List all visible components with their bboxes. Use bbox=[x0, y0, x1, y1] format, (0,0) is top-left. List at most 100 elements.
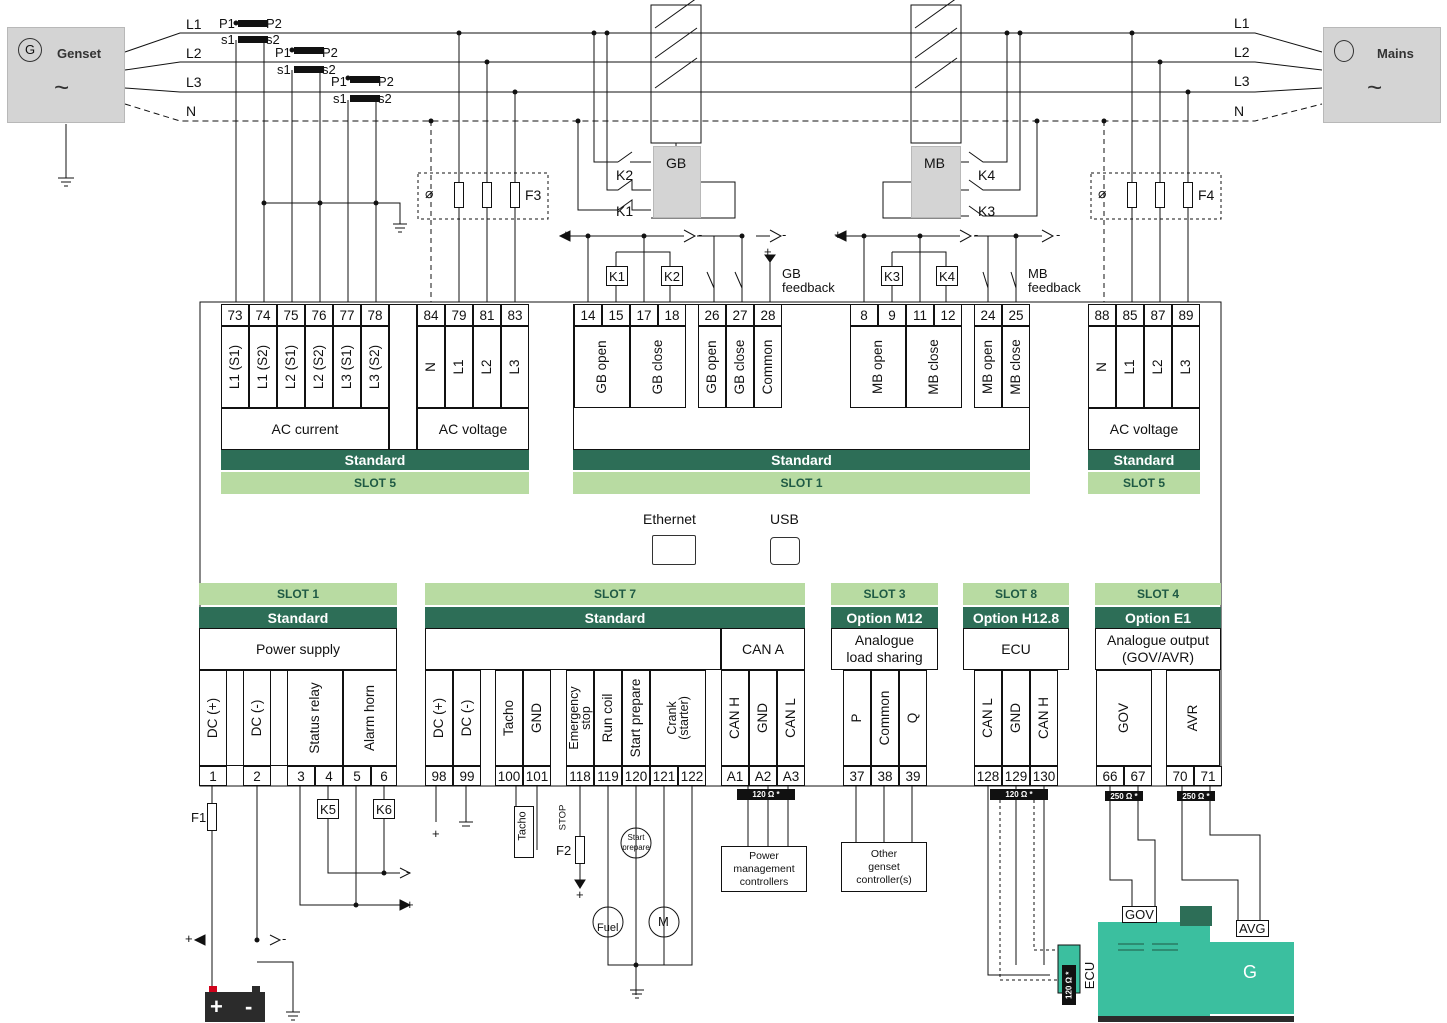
genset-wave: ~ bbox=[54, 72, 70, 102]
terminal-37: 37 bbox=[843, 766, 871, 786]
terminal-26: 26 bbox=[698, 304, 726, 326]
f3-fuse-2 bbox=[482, 182, 492, 208]
f3-phi-symbol: ⌀ bbox=[425, 185, 434, 201]
terminal-75-label: L2 (S1) bbox=[283, 344, 298, 390]
terminal-83: 83 bbox=[501, 304, 529, 326]
terminal-85-mains-cell bbox=[1116, 326, 1144, 408]
slot4-gov-cell bbox=[1096, 670, 1152, 766]
bottom-slot8-header: Option H12.8 bbox=[963, 607, 1069, 628]
k2-breaker-label: K2 bbox=[616, 167, 634, 183]
slot8-label-2-cell bbox=[1030, 670, 1058, 766]
minus-sign-gb1: - bbox=[698, 227, 703, 242]
plus-sign-gb: + bbox=[562, 227, 570, 242]
terminal-76-label: L2 (S2) bbox=[311, 344, 326, 390]
terminal-18: 18 bbox=[658, 304, 686, 326]
f2-fuse bbox=[575, 836, 585, 864]
slot7-label-7-cell bbox=[650, 670, 706, 766]
terminal-83-cell bbox=[501, 326, 529, 408]
plus-dc: + bbox=[432, 826, 440, 841]
terminal-A1: A1 bbox=[721, 766, 749, 786]
terminal-84: 84 bbox=[417, 304, 445, 326]
gb-breaker bbox=[653, 146, 701, 218]
terminal-71: 71 bbox=[1194, 766, 1222, 786]
group-2-1-cell bbox=[726, 326, 754, 408]
terminal-73-cell bbox=[221, 326, 249, 408]
slot1-gap2 bbox=[271, 670, 287, 766]
genset-l1-label: L1 bbox=[186, 16, 202, 32]
group-4-label: MB close bbox=[926, 339, 941, 395]
fuel-label: Fuel bbox=[597, 922, 619, 934]
bottom-slot3-slot: SLOT 3 bbox=[831, 583, 938, 605]
slot7-label-6-cell bbox=[622, 670, 650, 766]
terminal-75: 75 bbox=[277, 304, 305, 326]
terminal-85-mains-label: L1 bbox=[1122, 359, 1137, 375]
plus-k6: + bbox=[406, 897, 414, 912]
slot1-label-1-cell bbox=[243, 670, 271, 766]
neutral-bus bbox=[124, 103, 1323, 122]
slot7-left-blank bbox=[425, 628, 721, 670]
gov-engine-label: GOV bbox=[1122, 906, 1157, 923]
terminal-3: 3 bbox=[287, 766, 315, 786]
plus-battery: + bbox=[185, 931, 193, 946]
ethernet-icon[interactable] bbox=[652, 535, 696, 565]
terminal-87-mains-label: L2 bbox=[1150, 359, 1165, 375]
terminal-39: 39 bbox=[899, 766, 927, 786]
group-2-0-label: GB open bbox=[704, 340, 719, 394]
ct3-p1: P1 bbox=[331, 74, 347, 89]
terminal-119: 119 bbox=[594, 766, 622, 786]
top-left-spacer bbox=[389, 304, 417, 450]
f1-label: F1 bbox=[191, 810, 207, 825]
terminal-99: 99 bbox=[453, 766, 481, 786]
terminal-77-label: L3 (S1) bbox=[339, 344, 354, 390]
terminal-89-mains: 89 bbox=[1172, 304, 1200, 326]
mains-l1-label: L1 bbox=[1234, 15, 1250, 31]
group-3-label: MB open bbox=[870, 339, 885, 395]
group-2-2-cell bbox=[754, 326, 782, 408]
group-2-2-label: Common bbox=[760, 339, 775, 395]
terminal-A2: A2 bbox=[749, 766, 777, 786]
f4-fuse-2 bbox=[1155, 182, 1165, 208]
usb-label: USB bbox=[770, 511, 799, 527]
group-5-0-label: MB open bbox=[980, 339, 995, 395]
terminal-85-mains: 85 bbox=[1116, 304, 1144, 326]
terminal-67: 67 bbox=[1124, 766, 1152, 786]
k4-relay: K4 bbox=[936, 266, 958, 286]
slot1-label-0-cell bbox=[199, 670, 227, 766]
slot3-label-0-cell bbox=[843, 670, 871, 766]
ct2-p2: P2 bbox=[322, 45, 338, 60]
slot7-label-3-cell bbox=[523, 670, 551, 766]
terminal-79-label: L1 bbox=[451, 359, 466, 375]
power-supply-group: Power supply bbox=[199, 628, 397, 670]
start-prepare-circle-label: Start prepare bbox=[622, 833, 650, 852]
k6-relay: K6 bbox=[373, 799, 395, 819]
ct2-s2: s2 bbox=[322, 62, 336, 77]
terminal-89-mains-cell bbox=[1172, 326, 1200, 408]
mb-feedback-label: MB feedback bbox=[1028, 266, 1081, 295]
terminal-14: 14 bbox=[574, 304, 602, 326]
generator-label: G bbox=[1243, 962, 1258, 982]
ct1-p2: P2 bbox=[266, 16, 282, 31]
group-2-1-label: GB close bbox=[732, 339, 747, 395]
terminal-76-cell bbox=[305, 326, 333, 408]
top-mid-standard: Standard bbox=[573, 450, 1030, 470]
terminal-1: 1 bbox=[199, 766, 227, 786]
slot7-label-4-cell bbox=[566, 670, 594, 766]
terminal-89-mains-label: L3 bbox=[1178, 359, 1193, 375]
terminal-77-cell bbox=[333, 326, 361, 408]
group-0-cell bbox=[574, 326, 630, 408]
slot3-label-2-cell bbox=[899, 670, 927, 766]
slot3-label-1-cell bbox=[871, 670, 899, 766]
terminal-15: 15 bbox=[602, 304, 630, 326]
mb-label: MB bbox=[924, 155, 945, 171]
gb-feedback-label: GB feedback bbox=[782, 266, 835, 295]
usb-icon[interactable] bbox=[770, 537, 800, 565]
group-1-label: GB close bbox=[650, 339, 665, 395]
gb-label: GB bbox=[666, 155, 687, 171]
slot7-label-0-cell bbox=[425, 670, 453, 766]
ct3-s1: s1 bbox=[333, 91, 347, 106]
terminal-88-mains: 88 bbox=[1088, 304, 1116, 326]
mains-l2-label: L2 bbox=[1234, 44, 1250, 60]
tacho-sensor-label: Tacho bbox=[516, 811, 529, 841]
bottom-slot1-slot: SLOT 1 bbox=[199, 583, 397, 605]
